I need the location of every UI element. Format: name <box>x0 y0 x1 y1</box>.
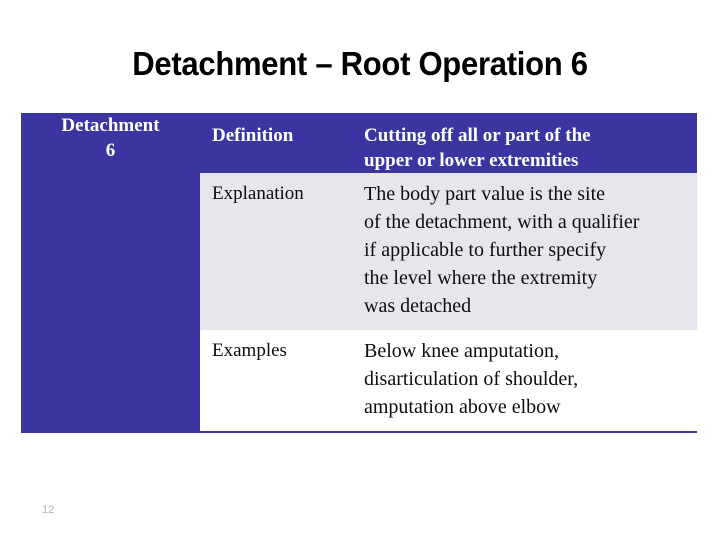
examples-line-3: amputation above elbow <box>364 396 561 418</box>
root-operation-table: Detachment 6 Definition Cutting off all … <box>21 113 697 433</box>
table-row-explanation: Explanation The body part value is the s… <box>21 173 697 330</box>
row-label-explanation: Explanation <box>200 173 352 330</box>
row-label-examples: Examples <box>200 330 352 432</box>
page-title: Detachment – Root Operation 6 <box>132 45 588 82</box>
row-value-explanation: The body part value is the site of the d… <box>352 173 697 330</box>
row-value-definition: Cutting off all or part of the upper or … <box>352 113 697 173</box>
operation-name-line1: Detachment <box>61 115 160 136</box>
table-row-examples: Examples Below knee amputation, disartic… <box>21 330 697 432</box>
explanation-line-1: The body part value is the site <box>364 183 606 205</box>
operation-name-cell: Detachment 6 <box>21 113 200 432</box>
slide-number: 12 <box>42 504 55 516</box>
explanation-line-5: was detached <box>364 295 472 317</box>
explanation-line-4: the level where the extremity <box>364 267 598 289</box>
row-value-examples: Below knee amputation, disarticulation o… <box>352 330 697 432</box>
definition-line-1: Cutting off all or part of the <box>364 125 591 146</box>
examples-line-2: disarticulation of shoulder, <box>364 368 579 390</box>
explanation-line-3: if applicable to further specify <box>364 239 607 261</box>
examples-line-1: Below knee amputation, <box>364 340 559 362</box>
explanation-line-2: of the detachment, with a qualifier <box>364 211 640 233</box>
definition-line-2: upper or lower extremities <box>364 150 579 171</box>
row-label-definition: Definition <box>200 113 352 173</box>
operation-number-line2: 6 <box>105 140 116 161</box>
table-row-definition: Detachment 6 Definition Cutting off all … <box>21 113 697 432</box>
